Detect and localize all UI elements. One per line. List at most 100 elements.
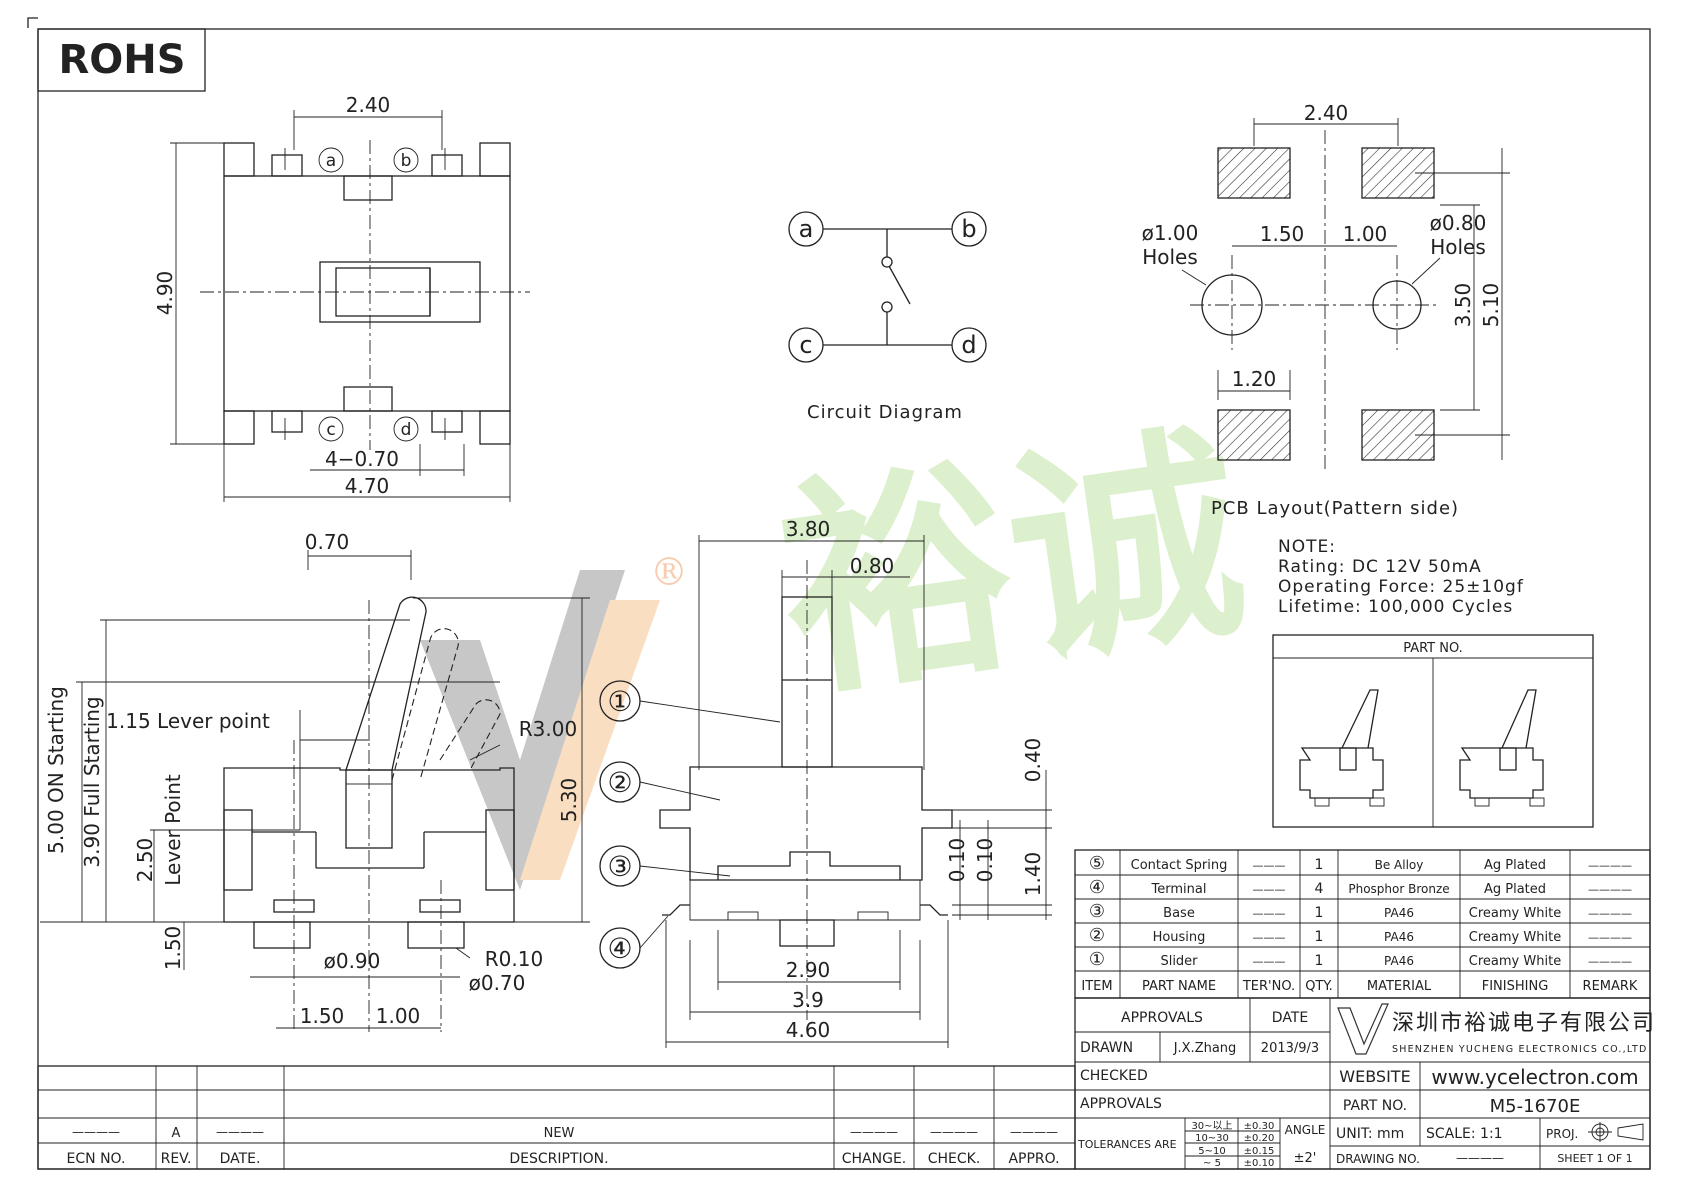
tb-partno: M5-1670E	[1490, 1096, 1581, 1117]
front-callout-2: ②	[607, 766, 632, 799]
tb-tol-val-1: ±0.30	[1244, 1121, 1275, 1132]
revision-block: ———— A ———— NEW ———— ———— ———— ECN NO. R…	[37, 1065, 1076, 1170]
front-dim-010a: 0.10	[945, 838, 969, 883]
bom-cell-finish: Ag Plated	[1484, 858, 1546, 873]
tb-approvals2: APPROVALS	[1080, 1096, 1162, 1112]
bom-cell-ter: ———	[1253, 883, 1286, 896]
bom-cell-qty: 1	[1315, 929, 1324, 945]
bom-cell-finish: Creamy White	[1469, 930, 1561, 945]
bom-header: REMARK	[1583, 979, 1638, 994]
top-pin-d: d	[401, 420, 412, 440]
switch-illustration-right	[1459, 689, 1545, 807]
tb-date: DATE	[1272, 1010, 1308, 1026]
bom-header: PART NAME	[1142, 979, 1216, 994]
watermark-logo-orange	[520, 600, 660, 880]
top-view: a b c d 2.40 4.90 4−0.70 4.70	[153, 93, 530, 502]
bom-cell-name: Housing	[1153, 930, 1206, 945]
bom-cell-no: ③	[1089, 901, 1105, 922]
bom-cell-remark: ————	[1588, 859, 1632, 872]
circuit-diagram: a b c d Circuit Diagram	[788, 211, 987, 423]
side-dim-390: 3.90 Full Starting	[80, 696, 104, 867]
bom-cell-qty: 1	[1315, 905, 1324, 921]
bom-cell-qty: 1	[1315, 953, 1324, 969]
bom-cell-finish: Creamy White	[1469, 906, 1561, 921]
front-dim-460: 4.60	[786, 1018, 831, 1042]
bom-header: QTY.	[1305, 979, 1333, 994]
part-no-box: PART NO.	[1272, 634, 1594, 828]
tb-tol-val-2: ±0.20	[1244, 1133, 1275, 1144]
side-dim-090: ø0.90	[324, 949, 381, 973]
tb-company-cn: 深圳市裕诚电子有限公司	[1392, 1011, 1656, 1036]
tb-tolerances: TOLERANCES ARE	[1077, 1138, 1177, 1151]
tb-tol-val-3: ±0.15	[1244, 1146, 1275, 1157]
watermark-logo-grey	[420, 570, 625, 890]
side-lever-point: Lever Point	[161, 774, 185, 886]
pcb-dim-100: 1.00	[1343, 222, 1388, 246]
circuit-label: Circuit Diagram	[807, 402, 963, 423]
bom-cell-qty: 1	[1315, 857, 1324, 873]
rev-hdr-appro: APPRO.	[1008, 1151, 1059, 1167]
rev-letter: A	[172, 1126, 181, 1141]
rev-hdr-desc: DESCRIPTION.	[509, 1151, 608, 1167]
front-dim-290: 2.90	[786, 958, 831, 982]
side-dim-530: 5.30	[557, 778, 581, 823]
bom-cell-remark: ————	[1588, 955, 1632, 968]
bom-header: MATERIAL	[1367, 979, 1432, 994]
watermark-chars: 裕诚	[766, 402, 1259, 730]
rev-date-dash: ————	[216, 1125, 264, 1139]
bom-cell-no: ④	[1089, 877, 1105, 898]
bom-cell-finish: Ag Plated	[1484, 882, 1546, 897]
tb-angle-label: ANGLE	[1285, 1123, 1326, 1137]
front-dim-39: 3.9	[792, 988, 824, 1012]
note-force: Operating Force: 25±10gf	[1278, 577, 1524, 597]
bom-cell-remark: ————	[1588, 931, 1632, 944]
tb-company-en: SHENZHEN YUCHENG ELECTRONICS CO.,LTD	[1392, 1044, 1648, 1055]
bom-cell-ter: ———	[1253, 931, 1286, 944]
tb-drawn: DRAWN	[1080, 1040, 1133, 1056]
bom-cell-no: ⑤	[1089, 853, 1105, 874]
tb-drawing-no: DRAWING NO.	[1336, 1152, 1420, 1166]
pcb-hole1-dia: ø1.00	[1142, 221, 1199, 245]
pcb-dim-120: 1.20	[1232, 367, 1277, 391]
note-lifetime: Lifetime: 100,000 Cycles	[1278, 597, 1513, 617]
pcb-dim-510: 5.10	[1479, 283, 1503, 328]
projection-symbol-icon	[1588, 1122, 1644, 1142]
top-dim-240: 2.40	[346, 93, 391, 117]
rev-hdr-rev: REV.	[161, 1151, 192, 1167]
bom-cell-name: Terminal	[1151, 882, 1207, 897]
side-view: 0.70 5.00 ON Starting 3.90 Full Starting…	[40, 530, 590, 1032]
tb-website: www.ycelectron.com	[1431, 1065, 1638, 1089]
circuit-pin-d: d	[961, 331, 976, 359]
tb-sheet: SHEET 1 OF 1	[1557, 1152, 1632, 1165]
tb-drawn-date: 2013/9/3	[1261, 1041, 1319, 1056]
pcb-dim-350: 3.50	[1451, 283, 1475, 328]
bom-cell-name: Slider	[1160, 954, 1198, 969]
bom-cell-name: Base	[1163, 906, 1195, 921]
bom-cell-finish: Creamy White	[1469, 954, 1561, 969]
pcb-hole2-dia: ø0.80	[1430, 211, 1487, 235]
front-dim-080: 0.80	[850, 554, 895, 578]
tb-scale: SCALE: 1:1	[1426, 1126, 1503, 1142]
circuit-pin-c: c	[799, 331, 812, 359]
bom-cell-material: PA46	[1384, 954, 1414, 968]
company-logo	[1337, 1003, 1389, 1055]
top-pin-b: b	[401, 151, 412, 171]
front-callout-1: ①	[607, 685, 632, 718]
pcb-title: PCB Layout(Pattern side)	[1211, 498, 1459, 519]
bom-cell-ter: ———	[1253, 907, 1286, 920]
pcb-dim-240: 2.40	[1304, 101, 1349, 125]
bom-cell-material: PA46	[1384, 930, 1414, 944]
bom-cell-no: ①	[1089, 949, 1105, 970]
top-dim-470: 4.70	[345, 474, 390, 498]
rev-ecn-dash: ————	[72, 1125, 120, 1139]
top-dim-490: 4.90	[153, 271, 177, 316]
side-dim-250: 2.50	[133, 838, 157, 883]
rohs-text: ROHS	[58, 37, 185, 83]
bom-cell-remark: ————	[1588, 907, 1632, 920]
bom-cell-material: Be Alloy	[1375, 858, 1424, 872]
bom-cell-no: ②	[1089, 925, 1105, 946]
side-dim-070h: ø0.70	[469, 971, 526, 995]
rev-hdr-check: CHECK.	[928, 1151, 981, 1167]
bom-cell-material: PA46	[1384, 906, 1414, 920]
